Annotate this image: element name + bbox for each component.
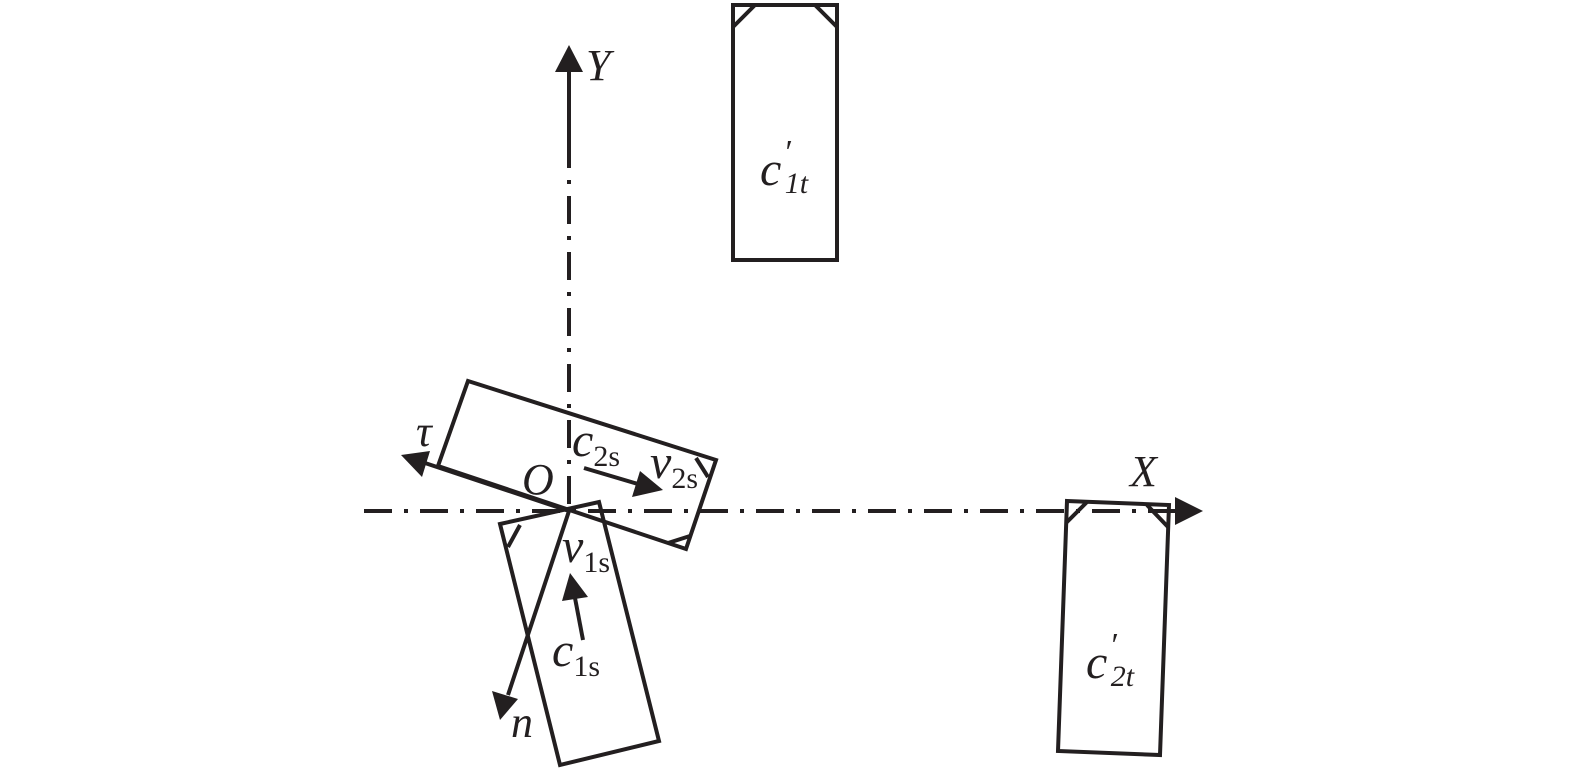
v1s-arrowhead [562, 573, 588, 601]
x-axis-arrowhead [1175, 497, 1203, 525]
v2s-vector [583, 466, 663, 497]
y-axis: Y [555, 41, 615, 505]
n-label: n [511, 698, 533, 747]
tau-arrowhead [401, 451, 430, 477]
vehicle-c2s-label: c2s [572, 414, 620, 473]
y-axis-arrowhead [555, 45, 583, 72]
n-arrowhead [492, 691, 518, 720]
vehicle-c1t-label: c′1t [760, 134, 809, 200]
v2s-arrowhead [632, 471, 663, 497]
vehicle-c2t-outline [1055, 498, 1172, 758]
y-axis-label: Y [586, 41, 615, 90]
tau-label: τ [416, 407, 434, 456]
v2s-label: v2s [650, 436, 698, 495]
n-vector [492, 510, 571, 720]
v1s-vector [562, 573, 588, 641]
vehicle-c1t-outline [731, 3, 839, 262]
tau-vector [401, 451, 570, 513]
vehicle-c1s-label: c1s [552, 624, 600, 683]
x-axis-label: X [1128, 447, 1159, 496]
x-axis: X [364, 447, 1203, 525]
vehicle-c2s-outline [435, 378, 719, 552]
v1s-label: v1s [562, 520, 610, 579]
vehicle-c2t-label: c′2t [1086, 627, 1135, 693]
